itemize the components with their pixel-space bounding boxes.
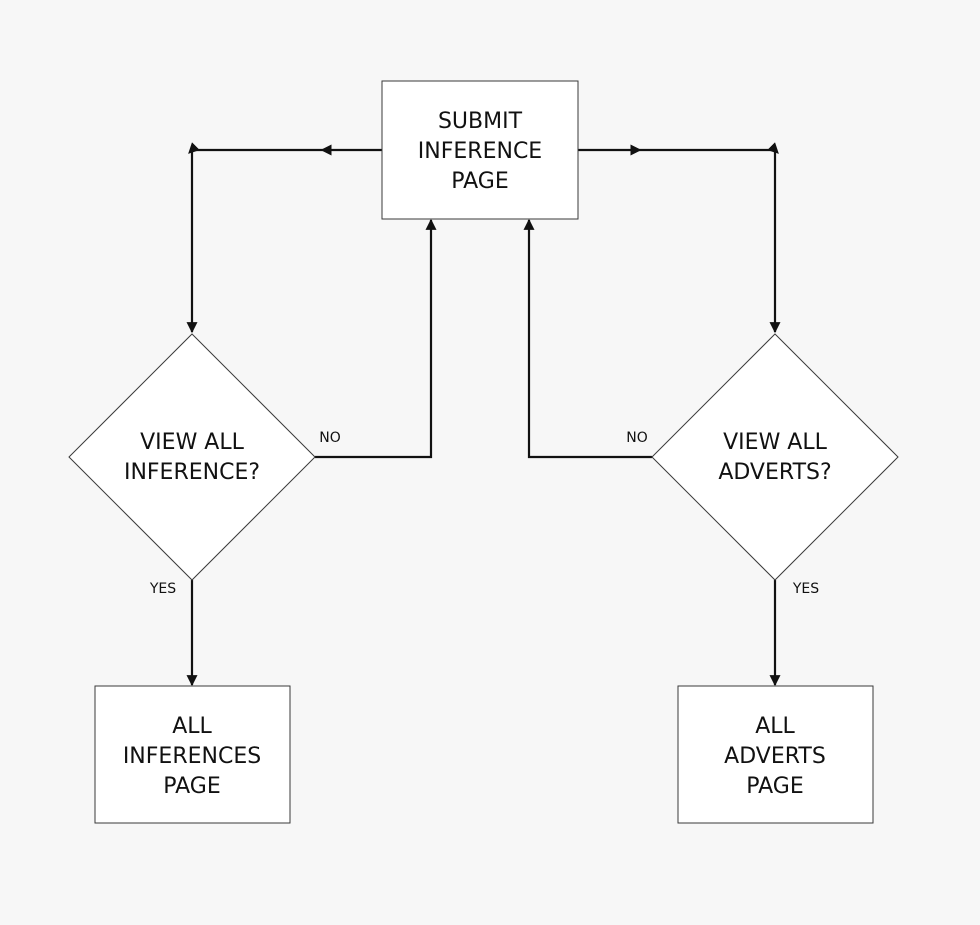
edge-view-adverts-no-to-submit (523, 218, 652, 459)
node-all-adverts-line-2: ADVERTS (724, 744, 826, 769)
node-submit-inference-page: SUBMIT INFERENCE PAGE (381, 80, 579, 220)
edge-label-inference-yes: YES (149, 581, 176, 597)
edge-submit-to-view-inference (186, 142, 382, 334)
edge-submit-to-view-adverts (578, 142, 781, 334)
node-all-adverts-line-1: ALL (755, 714, 795, 739)
node-submit-box (381, 80, 579, 220)
node-all-inferences-line-2: INFERENCES (123, 744, 261, 769)
node-view-all-adverts-decision: VIEW ALL ADVERTS? (651, 333, 899, 581)
node-all-adverts-box (677, 685, 874, 824)
node-all-inferences-line-1: ALL (172, 714, 212, 739)
edge-label-inference-no: NO (319, 430, 341, 446)
node-view-inference-line-1: VIEW ALL (140, 430, 244, 455)
edge-label-adverts-no: NO (626, 430, 648, 446)
node-view-all-inference-decision: VIEW ALL INFERENCE? (68, 333, 316, 581)
node-all-inferences-line-3: PAGE (163, 774, 220, 799)
node-view-adverts-line-2: ADVERTS? (718, 460, 831, 485)
edges (186, 142, 781, 687)
node-all-inferences-page: ALL INFERENCES PAGE (94, 685, 291, 824)
node-submit-line-1: SUBMIT (438, 109, 523, 134)
edge-labels: NO NO YES YES (149, 430, 819, 597)
node-view-adverts-line-1: VIEW ALL (723, 430, 827, 455)
node-view-adverts-diamond (651, 333, 899, 581)
node-all-adverts-page: ALL ADVERTS PAGE (677, 685, 874, 824)
edge-view-inference-no-to-submit (315, 218, 437, 459)
node-submit-line-3: PAGE (451, 169, 508, 194)
node-all-inferences-box (94, 685, 291, 824)
node-submit-line-2: INFERENCE (418, 139, 542, 164)
node-view-inference-line-2: INFERENCE? (124, 460, 260, 485)
edge-label-adverts-yes: YES (792, 581, 819, 597)
node-view-inference-diamond (68, 333, 316, 581)
node-all-adverts-line-3: PAGE (746, 774, 803, 799)
